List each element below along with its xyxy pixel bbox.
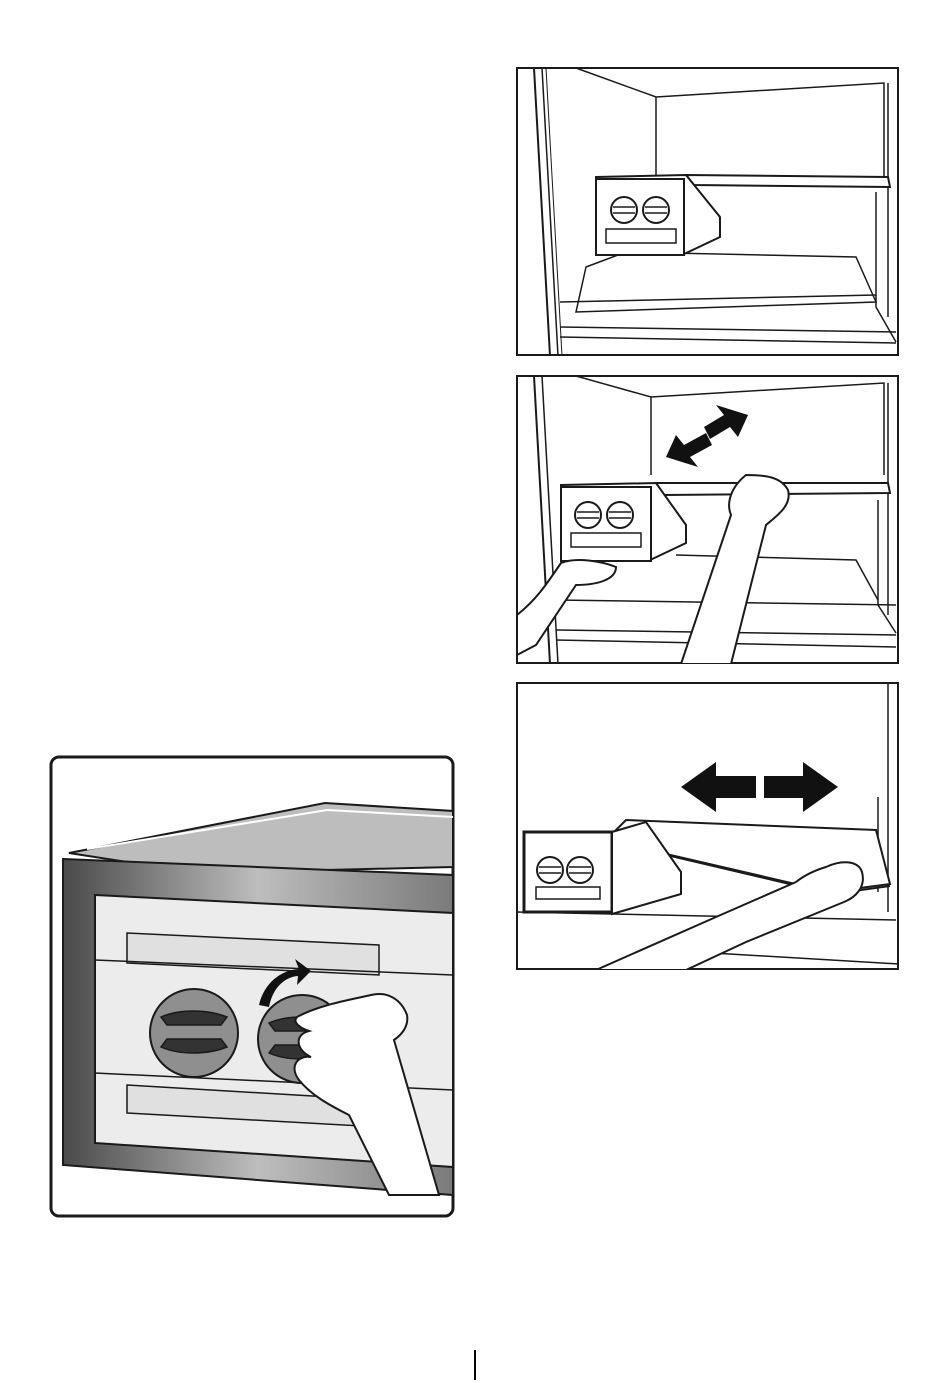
page-divider — [474, 1350, 476, 1380]
figure-step-3 — [516, 682, 899, 970]
hand-turning-knob-icon — [49, 755, 455, 1218]
figure-step-1 — [516, 67, 899, 356]
figure-step-4 — [49, 755, 455, 1218]
fridge-shelf-with-crisper-icon — [516, 67, 899, 356]
figure-step-2 — [516, 375, 899, 664]
hand-sliding-shelf-icon — [516, 682, 899, 970]
two-hands-lifting-shelf-icon — [516, 375, 899, 664]
